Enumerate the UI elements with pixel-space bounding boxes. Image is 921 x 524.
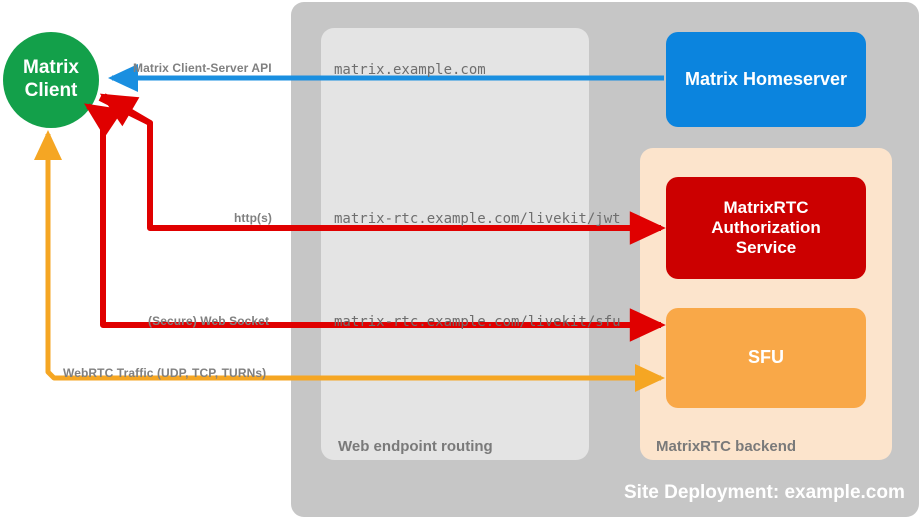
url-label-livekit-jwt: matrix-rtc.example.com/livekit/jwt <box>334 211 621 227</box>
url-label-livekit-sfu: matrix-rtc.example.com/livekit/sfu <box>334 314 621 330</box>
site-deployment-caption: Site Deployment: example.com <box>624 482 905 503</box>
edge-webrtc-traffic <box>45 136 661 381</box>
zone-caption-web-endpoint-routing: Web endpoint routing <box>338 438 493 455</box>
web-endpoint-routing-panel <box>321 28 589 460</box>
edge-label-secure-websocket: (Secure) Web Socket <box>148 314 270 328</box>
node-matrix-client[interactable] <box>3 32 99 128</box>
node-sfu[interactable] <box>666 308 866 408</box>
client-label-line2: Client <box>24 80 78 101</box>
node-matrixrtc-authorization-service[interactable] <box>666 177 866 279</box>
edge-label-webrtc-traffic: WebRTC Traffic (UDP, TCP, TURNs) <box>63 366 267 380</box>
url-label-matrix-example-com: matrix.example.com <box>334 62 486 78</box>
node-matrix-homeserver[interactable] <box>666 32 866 127</box>
edge-https-arrowhead-client <box>99 93 153 228</box>
edge-label-https: http(s) <box>234 211 273 225</box>
node-matrix-client-label: Matrix Client <box>3 32 99 128</box>
client-label-line1: Matrix <box>23 57 79 79</box>
edge-secure-websocket <box>100 112 661 328</box>
zone-caption-matrixrtc-backend: MatrixRTC backend <box>656 438 797 455</box>
edge-secure-websocket-arrowhead-client <box>84 103 124 160</box>
edge-label-matrix-client-server-api: Matrix Client-Server API <box>133 61 272 75</box>
